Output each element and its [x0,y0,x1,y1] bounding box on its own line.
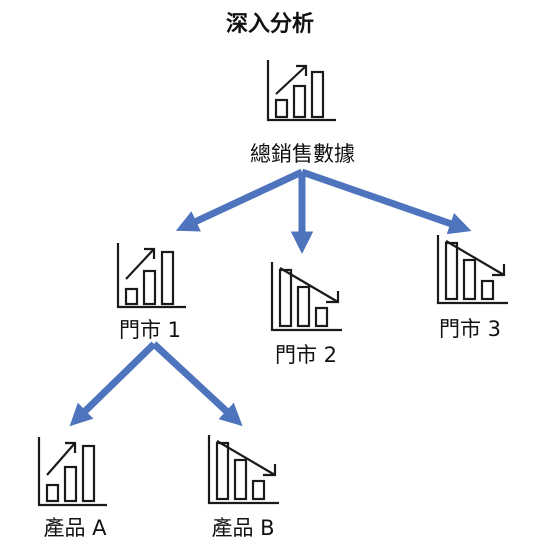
chart-down-icon [270,262,342,332]
store-2-label: 門市 2 [274,343,338,367]
store-1-label: 門市 1 [118,318,182,342]
chart-up-icon [37,437,107,507]
product-b-label: 產品 B [211,516,275,540]
store-3-label: 門市 3 [438,317,502,341]
chart-up-icon [266,60,336,122]
chart-down-icon [436,235,508,305]
arrow-root-to-store-3 [300,168,472,235]
product-a-label: 產品 A [43,516,107,540]
arrow-store1-to-product-b [151,341,243,427]
chart-up-icon [116,243,186,309]
arrow-root-to-store-1 [175,168,304,232]
root-node-label: 總銷售數據 [250,142,355,166]
diagram-title: 深入分析 [225,12,314,37]
chart-down-icon [207,435,279,505]
arrow-store1-to-product-a [69,341,157,427]
